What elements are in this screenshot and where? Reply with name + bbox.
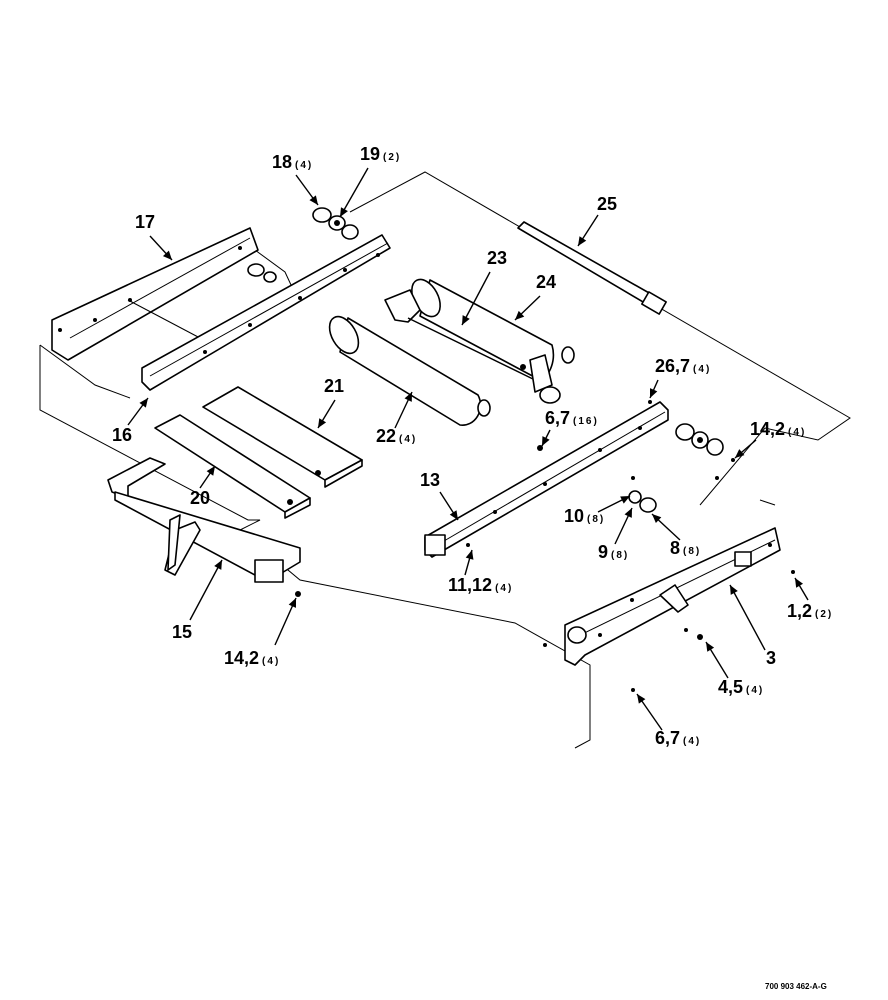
part-22-roller xyxy=(328,315,491,426)
arrowhead-3 xyxy=(730,585,738,595)
svg-text:20: 20 xyxy=(190,488,210,508)
callout-14-2-left: 14,2(4) xyxy=(224,648,280,668)
callout-15: 15 xyxy=(172,622,192,642)
svg-text:8(8): 8(8) xyxy=(670,538,701,558)
callout-17: 17 xyxy=(135,212,155,232)
arrowhead-23 xyxy=(462,315,470,325)
part-15-front-frame xyxy=(107,457,301,583)
assembly-outline xyxy=(39,171,851,749)
hardware-fasteners xyxy=(295,400,795,692)
arrowhead-18 xyxy=(309,195,318,205)
leader-arrows xyxy=(127,167,809,731)
callout-6-7-top: 6,7(16) xyxy=(545,408,599,428)
leader-15 xyxy=(189,559,223,621)
part-20-bar xyxy=(154,414,311,519)
callout-14-2-right: 14,2(4) xyxy=(750,419,806,439)
part-13-front-beam xyxy=(424,401,669,558)
svg-text:4,5(4): 4,5(4) xyxy=(718,677,764,697)
svg-text:16: 16 xyxy=(112,425,132,445)
svg-text:25: 25 xyxy=(597,194,617,214)
svg-text:22(4): 22(4) xyxy=(376,426,417,446)
svg-text:3: 3 xyxy=(766,648,776,668)
svg-text:13: 13 xyxy=(420,470,440,490)
leader-23 xyxy=(461,271,491,326)
callout-24: 24 xyxy=(536,272,556,292)
svg-text:15: 15 xyxy=(172,622,192,642)
arrowhead-16 xyxy=(139,398,148,408)
leader-3 xyxy=(729,584,766,651)
arrowhead-8 xyxy=(652,514,662,524)
arrowhead-13 xyxy=(449,510,458,520)
arrowhead-1-2 xyxy=(795,578,804,588)
svg-text:6,7(4): 6,7(4) xyxy=(655,728,701,748)
svg-text:6,7(16): 6,7(16) xyxy=(545,408,599,428)
figure-id: 700 903 462-A-G xyxy=(765,982,827,991)
arrowhead-4-5 xyxy=(706,642,715,652)
callout-11-12: 11,12(4) xyxy=(448,575,513,595)
arrowhead-10 xyxy=(620,496,630,504)
callout-13: 13 xyxy=(420,470,440,490)
part-17-side-panel xyxy=(51,227,259,361)
svg-text:18(4): 18(4) xyxy=(272,152,313,172)
callout-21: 21 xyxy=(324,376,344,396)
callout-6-7-bottom: 6,7(4) xyxy=(655,728,701,748)
svg-text:9(8): 9(8) xyxy=(598,542,629,562)
arrowhead-25 xyxy=(578,236,587,246)
callout-3: 3 xyxy=(766,648,776,668)
arrowhead-9 xyxy=(624,508,632,518)
callout-26-7: 26,7(4) xyxy=(655,356,711,376)
part-3-side-panel xyxy=(564,527,781,666)
callout-23: 23 xyxy=(487,248,507,268)
svg-text:14,2(4): 14,2(4) xyxy=(224,648,280,668)
arrowhead-22 xyxy=(404,392,412,402)
part-8-9-bearings xyxy=(628,423,724,513)
svg-text:14,2(4): 14,2(4) xyxy=(750,419,806,439)
callout-4-5: 4,5(4) xyxy=(718,677,764,697)
callout-8: 8(8) xyxy=(670,538,701,558)
svg-text:21: 21 xyxy=(324,376,344,396)
callout-22: 22(4) xyxy=(376,426,417,446)
callout-1-2: 1,2(2) xyxy=(787,601,833,621)
arrowhead-14-2-right xyxy=(735,449,745,458)
svg-text:17: 17 xyxy=(135,212,155,232)
arrowhead-6-7-bottom xyxy=(637,694,646,704)
callout-20: 20 xyxy=(190,488,210,508)
arrowhead-17 xyxy=(162,250,172,260)
arrowhead-14-2-left xyxy=(288,598,296,608)
callout-19: 19(2) xyxy=(360,144,401,164)
svg-text:26,7(4): 26,7(4) xyxy=(655,356,711,376)
callout-10: 10(8) xyxy=(564,506,605,526)
svg-text:1,2(2): 1,2(2) xyxy=(787,601,833,621)
callout-9: 9(8) xyxy=(598,542,629,562)
callout-25: 25 xyxy=(597,194,617,214)
callout-18: 18(4) xyxy=(272,152,313,172)
arrowhead-15 xyxy=(214,560,222,570)
arrowhead-11-12 xyxy=(465,550,474,560)
arrowhead-19 xyxy=(340,207,348,217)
arrowhead-24 xyxy=(515,310,525,320)
svg-text:23: 23 xyxy=(487,248,507,268)
part-18-19-bearings xyxy=(247,207,359,283)
arrowhead-26-7 xyxy=(650,388,658,398)
part-25-top-bar xyxy=(517,221,667,315)
arrowhead-6-7-top xyxy=(542,436,550,446)
svg-text:19(2): 19(2) xyxy=(360,144,401,164)
svg-text:24: 24 xyxy=(536,272,556,292)
svg-text:10(8): 10(8) xyxy=(564,506,605,526)
svg-text:11,12(4): 11,12(4) xyxy=(448,575,513,595)
part-23-roller-shaft xyxy=(384,289,561,404)
part-21-plate xyxy=(202,386,363,488)
arrowhead-20 xyxy=(206,466,215,476)
leader-19 xyxy=(339,167,369,218)
arrowhead-21 xyxy=(318,418,327,428)
part-16-rear-rail xyxy=(141,234,391,391)
callout-16: 16 xyxy=(112,425,132,445)
